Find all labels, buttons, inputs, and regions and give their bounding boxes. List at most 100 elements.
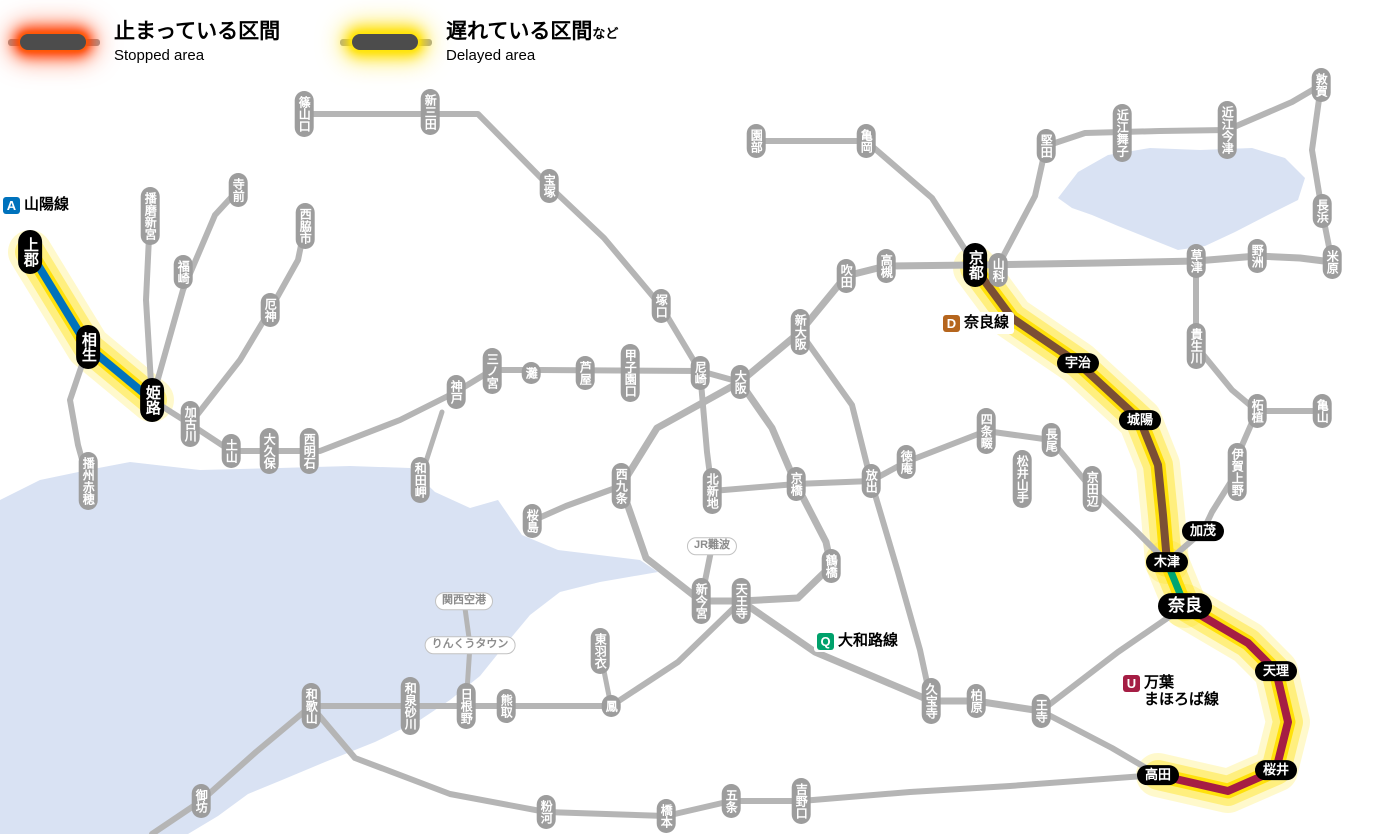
line-name: 万葉まほろば線 [1144, 674, 1220, 709]
station-pill: 福崎 [173, 255, 193, 289]
station-pill: 新今宮 [691, 578, 711, 624]
station-pill: 奈良 [1158, 593, 1212, 619]
station-pill: 三ノ宮 [482, 348, 502, 394]
station-pill: 相生 [76, 325, 100, 369]
station-pill: 城陽 [1118, 410, 1162, 430]
station-pill: 熊取 [496, 689, 516, 723]
station-pill: 天理 [1254, 661, 1298, 681]
station-pill: 西九条 [611, 463, 631, 509]
station-pill: 西脇市 [295, 203, 315, 249]
station-pill: 桜島 [522, 504, 542, 538]
station-pill: 橋本 [656, 799, 676, 833]
station-pill: 御坊 [191, 784, 211, 818]
rail-line-osaka-higashi [797, 329, 934, 704]
station-pill: 和歌山 [301, 683, 321, 729]
station-pill: 久宝寺 [921, 678, 941, 724]
station-pill: 和田岬 [410, 457, 430, 503]
station-pill: 天王寺 [731, 578, 751, 624]
station-pill: 灘 [521, 362, 541, 384]
station-pill: 近江今津 [1217, 101, 1237, 159]
station-pill: 長浜 [1312, 194, 1332, 228]
station-pill: 芦屋 [575, 356, 595, 390]
station-pill: 和泉砂川 [400, 677, 420, 735]
station-pill: 日根野 [456, 683, 476, 729]
station-pill: JR難波 [686, 537, 738, 555]
station-pill: 柏原 [966, 684, 986, 718]
rail-line-yamatoji-west [737, 597, 1045, 715]
legend-delayed: 遅れている区間など Delayed area [340, 20, 618, 64]
station-pill: 亀岡 [856, 124, 876, 158]
station-pill: 播磨新宮 [140, 187, 160, 245]
station-pill: 吹田 [836, 259, 856, 293]
station-pill: 貴生川 [1186, 323, 1206, 369]
station-pill: 長尾 [1041, 423, 1061, 457]
station-pill: 宝塚 [539, 169, 559, 203]
line-letter-badge-icon: D [943, 315, 960, 332]
station-pill: 加茂 [1181, 521, 1225, 541]
station-pill: 加古川 [180, 401, 200, 447]
station-pill: 徳庵 [896, 445, 916, 479]
rail-line-oji-takada [1038, 708, 1161, 778]
station-pill: 大阪 [730, 365, 750, 399]
station-pill: 播州赤穂 [78, 452, 98, 510]
legend-delayed-label: 遅れている区間 [446, 20, 593, 43]
rail-line-kusatsu-line [1193, 258, 1260, 414]
station-pill: 塚口 [651, 289, 671, 323]
station-pill: 北新地 [702, 468, 722, 514]
rail-line-oji-nara [1038, 603, 1188, 714]
line-letter-badge-icon: U [1123, 675, 1140, 692]
station-pill: 神戸 [446, 375, 466, 409]
legend-stopped-sublabel: Stopped area [114, 47, 205, 65]
station-pill: 関西空港 [435, 592, 493, 610]
rail-line-bantan-line [149, 187, 241, 403]
station-pill: 京橋 [786, 467, 806, 501]
legend-stopped-text: 止まっている区間 Stopped area [114, 20, 280, 64]
station-pill: 吉野口 [791, 778, 811, 824]
legend-delayed-pill [352, 34, 418, 50]
line-letter-badge-icon: A [3, 197, 20, 214]
legend-delayed-suffix: など [592, 26, 619, 41]
station-pill: 松井山手 [1012, 450, 1032, 508]
rail-line-kobe-line [149, 367, 743, 454]
station-pill: 王寺 [1031, 694, 1051, 728]
station-pill: 姫路 [140, 378, 164, 422]
line-name: 山陽線 [24, 196, 70, 213]
station-pill: 京都 [963, 243, 987, 287]
delayed-line-sample-icon [340, 22, 432, 62]
station-pill: 厄神 [260, 293, 280, 327]
station-pill: 山科 [988, 253, 1008, 287]
station-pill: 近江舞子 [1112, 104, 1132, 162]
station-pill: 京田辺 [1082, 466, 1102, 512]
station-pill: 寺前 [228, 173, 248, 207]
station-pill: 宇治 [1056, 353, 1100, 373]
legend-stopped-title: 止まっている区間 [114, 20, 280, 44]
rail-line-takarazuka-line [301, 111, 703, 374]
station-pill: 桜井 [1254, 760, 1298, 780]
stopped-line-sample-icon [8, 22, 100, 62]
rail-line-hokuriku-line [1309, 82, 1335, 265]
station-pill: 上郡 [18, 230, 42, 274]
rail-line-wakayama-line [308, 703, 1161, 819]
station-pill: 東羽衣 [590, 628, 610, 674]
legend-delayed-sublabel: Delayed area [446, 47, 536, 65]
legend-delayed-text: 遅れている区間など Delayed area [446, 20, 618, 64]
lake-biwa [1058, 148, 1305, 250]
rail-line-manyo-mahoroba-delayed [1154, 602, 1292, 795]
legend-stopped-pill [20, 34, 86, 50]
station-pill: 鶴橋 [821, 549, 841, 583]
station-pill: 西明石 [299, 428, 319, 474]
station-pill: りんくうタウン [424, 636, 516, 654]
rail-line-kakogawa-line [187, 223, 308, 427]
line-name: 奈良線 [964, 314, 1010, 331]
station-pill: 大久保 [259, 428, 279, 474]
station-pill: 尼崎 [690, 356, 710, 390]
station-pill: 米原 [1322, 245, 1342, 279]
station-pill: 草津 [1186, 244, 1206, 278]
station-pill: 粉河 [536, 795, 556, 829]
station-pill: 高田 [1136, 765, 1180, 785]
station-pill: 土山 [221, 434, 241, 468]
